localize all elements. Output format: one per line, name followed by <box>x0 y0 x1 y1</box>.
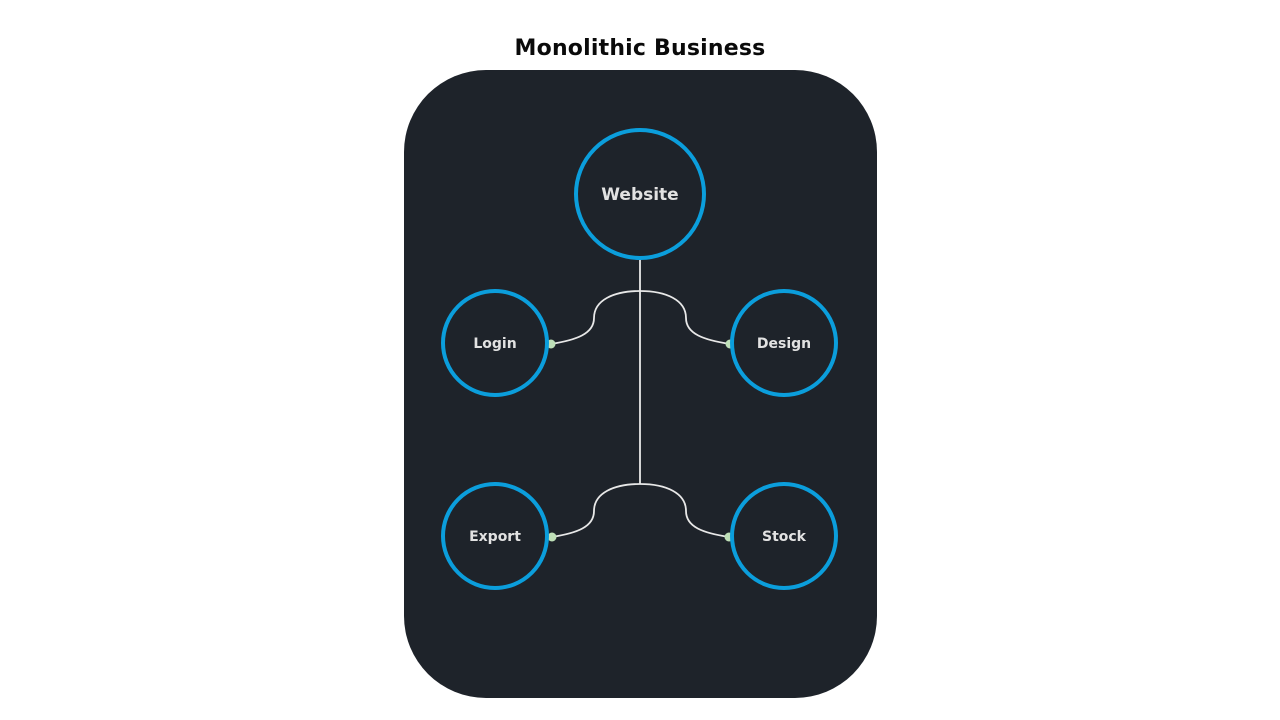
connector-login <box>550 290 641 345</box>
node-export-label: Export <box>469 529 521 545</box>
node-stock-label: Stock <box>762 529 807 545</box>
diagram-title: Monolithic Business <box>514 36 766 61</box>
node-website[interactable]: Website <box>574 128 706 260</box>
node-stock-circle <box>730 482 838 590</box>
node-export[interactable]: Export <box>441 482 549 590</box>
connector-design <box>639 290 731 345</box>
node-export-circle <box>441 482 549 590</box>
connector-stock <box>639 483 730 538</box>
node-login-circle <box>441 289 549 397</box>
node-stock[interactable]: Stock <box>730 482 838 590</box>
node-design[interactable]: Design <box>730 289 838 397</box>
connectors <box>550 259 731 538</box>
node-design-label: Design <box>757 336 811 352</box>
node-login-label: Login <box>473 336 516 352</box>
connector-export <box>551 483 641 538</box>
node-website-label: Website <box>601 185 678 205</box>
node-design-circle <box>730 289 838 397</box>
node-website-circle <box>574 128 706 260</box>
node-login[interactable]: Login <box>441 289 549 397</box>
port-export <box>547 532 557 542</box>
